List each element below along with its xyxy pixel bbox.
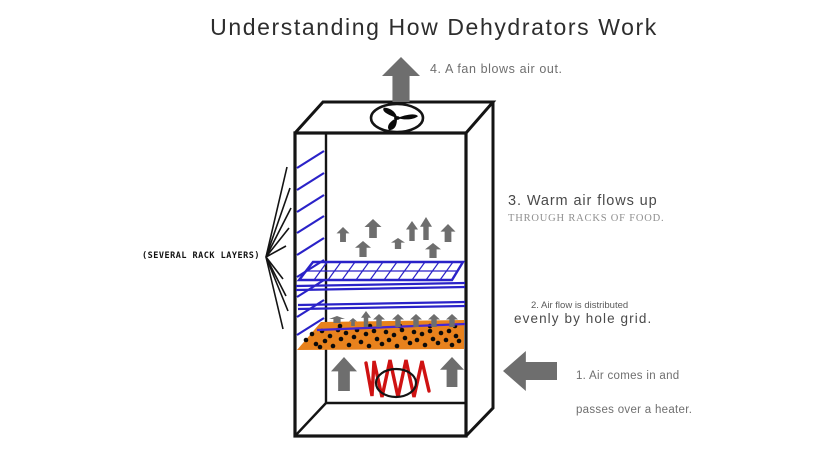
arrow-up-icon [425, 243, 441, 258]
step-1-label: 1. Air comes in and passes over a heater… [562, 351, 692, 436]
step-2-sublabel: 2. Air flow is distributed [531, 300, 629, 311]
step-3-label: 3. Warm air flows up [508, 193, 658, 209]
heater-ellipse [374, 367, 418, 399]
rack-mesh [295, 260, 466, 292]
page-title: Understanding How Dehydrators Work [210, 14, 658, 40]
arrow-up-icon [440, 357, 464, 387]
rack-layers-pointer-lines [265, 166, 292, 330]
arrow-up-icon [331, 357, 357, 391]
warm-air-arrows [336, 217, 456, 258]
arrow-up-icon [355, 241, 371, 257]
rack-edge-hatch [296, 150, 325, 336]
rack-shelf [297, 300, 466, 311]
cabinet-outline [293, 100, 497, 438]
arrow-up-icon [391, 238, 405, 249]
fan-icon [369, 102, 425, 134]
exhaust-arrow-up-icon [382, 57, 420, 102]
step-4-label: 4. A fan blows air out. [430, 62, 563, 76]
step-3-sublabel: THROUGH RACKS OF FOOD. [508, 213, 665, 224]
heater-coil [364, 359, 431, 399]
rack-layers-note: (SEVERAL RACK LAYERS) [142, 251, 260, 261]
air-in-arrow-left-icon [503, 351, 557, 391]
step-1-line1: 1. Air comes in and [575, 370, 680, 382]
hole-grid-tray [297, 320, 466, 350]
arrow-up-icon [406, 221, 418, 241]
arrow-up-icon [440, 224, 456, 242]
arrow-up-icon [336, 227, 350, 242]
arrow-up-icon [420, 217, 432, 240]
arrow-up-icon [364, 219, 382, 238]
step-1-line2: passes over a heater. [575, 404, 693, 416]
intake-air-arrows [331, 357, 464, 391]
step-2-label: evenly by hole grid. [514, 311, 653, 326]
